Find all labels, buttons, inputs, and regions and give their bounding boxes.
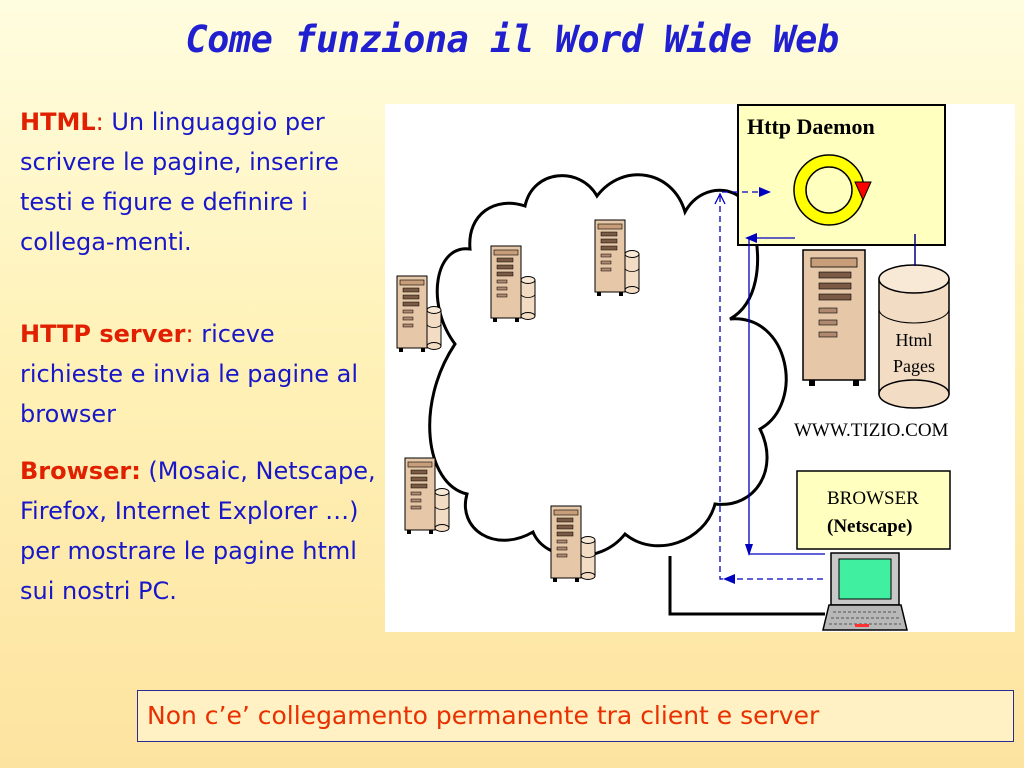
browser-text: (Mosaic, Netscape, Firefox, Internet Exp… — [20, 457, 376, 605]
html-term: HTML — [20, 108, 96, 136]
footer-note: Non c’e’ collegamento permanente tra cli… — [137, 690, 1014, 742]
browser-label-line2: (Netscape) — [827, 516, 912, 537]
server-colon: : — [185, 320, 194, 348]
server-term: HTTP server — [20, 320, 186, 348]
html-colon: : — [95, 108, 104, 136]
browser-term: Browser: — [20, 457, 141, 485]
pages-label-line2: Pages — [893, 356, 935, 376]
www-diagram: Http Daemon Html Pages WWW.TIZIO.COM BRO… — [385, 104, 1015, 632]
html-description: HTML: Un linguaggio per scrivere le pagi… — [20, 102, 385, 262]
pages-label-line1: Html — [895, 330, 932, 350]
http-server-icon — [802, 249, 866, 386]
html-pages-database: Html Pages — [878, 264, 950, 409]
laptop-icon — [822, 552, 908, 631]
server-description: HTTP server: riceve richieste e invia le… — [20, 314, 385, 434]
site-label: WWW.TIZIO.COM — [794, 420, 949, 441]
server-icon-1 — [396, 275, 442, 353]
html-text: Un linguaggio per scrivere le pagine, in… — [20, 108, 339, 256]
daemon-label: Http Daemon — [747, 114, 875, 139]
server-text: riceve richieste e invia le pagine al br… — [20, 320, 359, 428]
browser-label-line1: BROWSER — [827, 488, 919, 509]
browser-description: Browser: (Mosaic, Netscape, Firefox, Int… — [20, 451, 385, 611]
page-title: Come funziona il Word Wide Web — [185, 18, 839, 61]
